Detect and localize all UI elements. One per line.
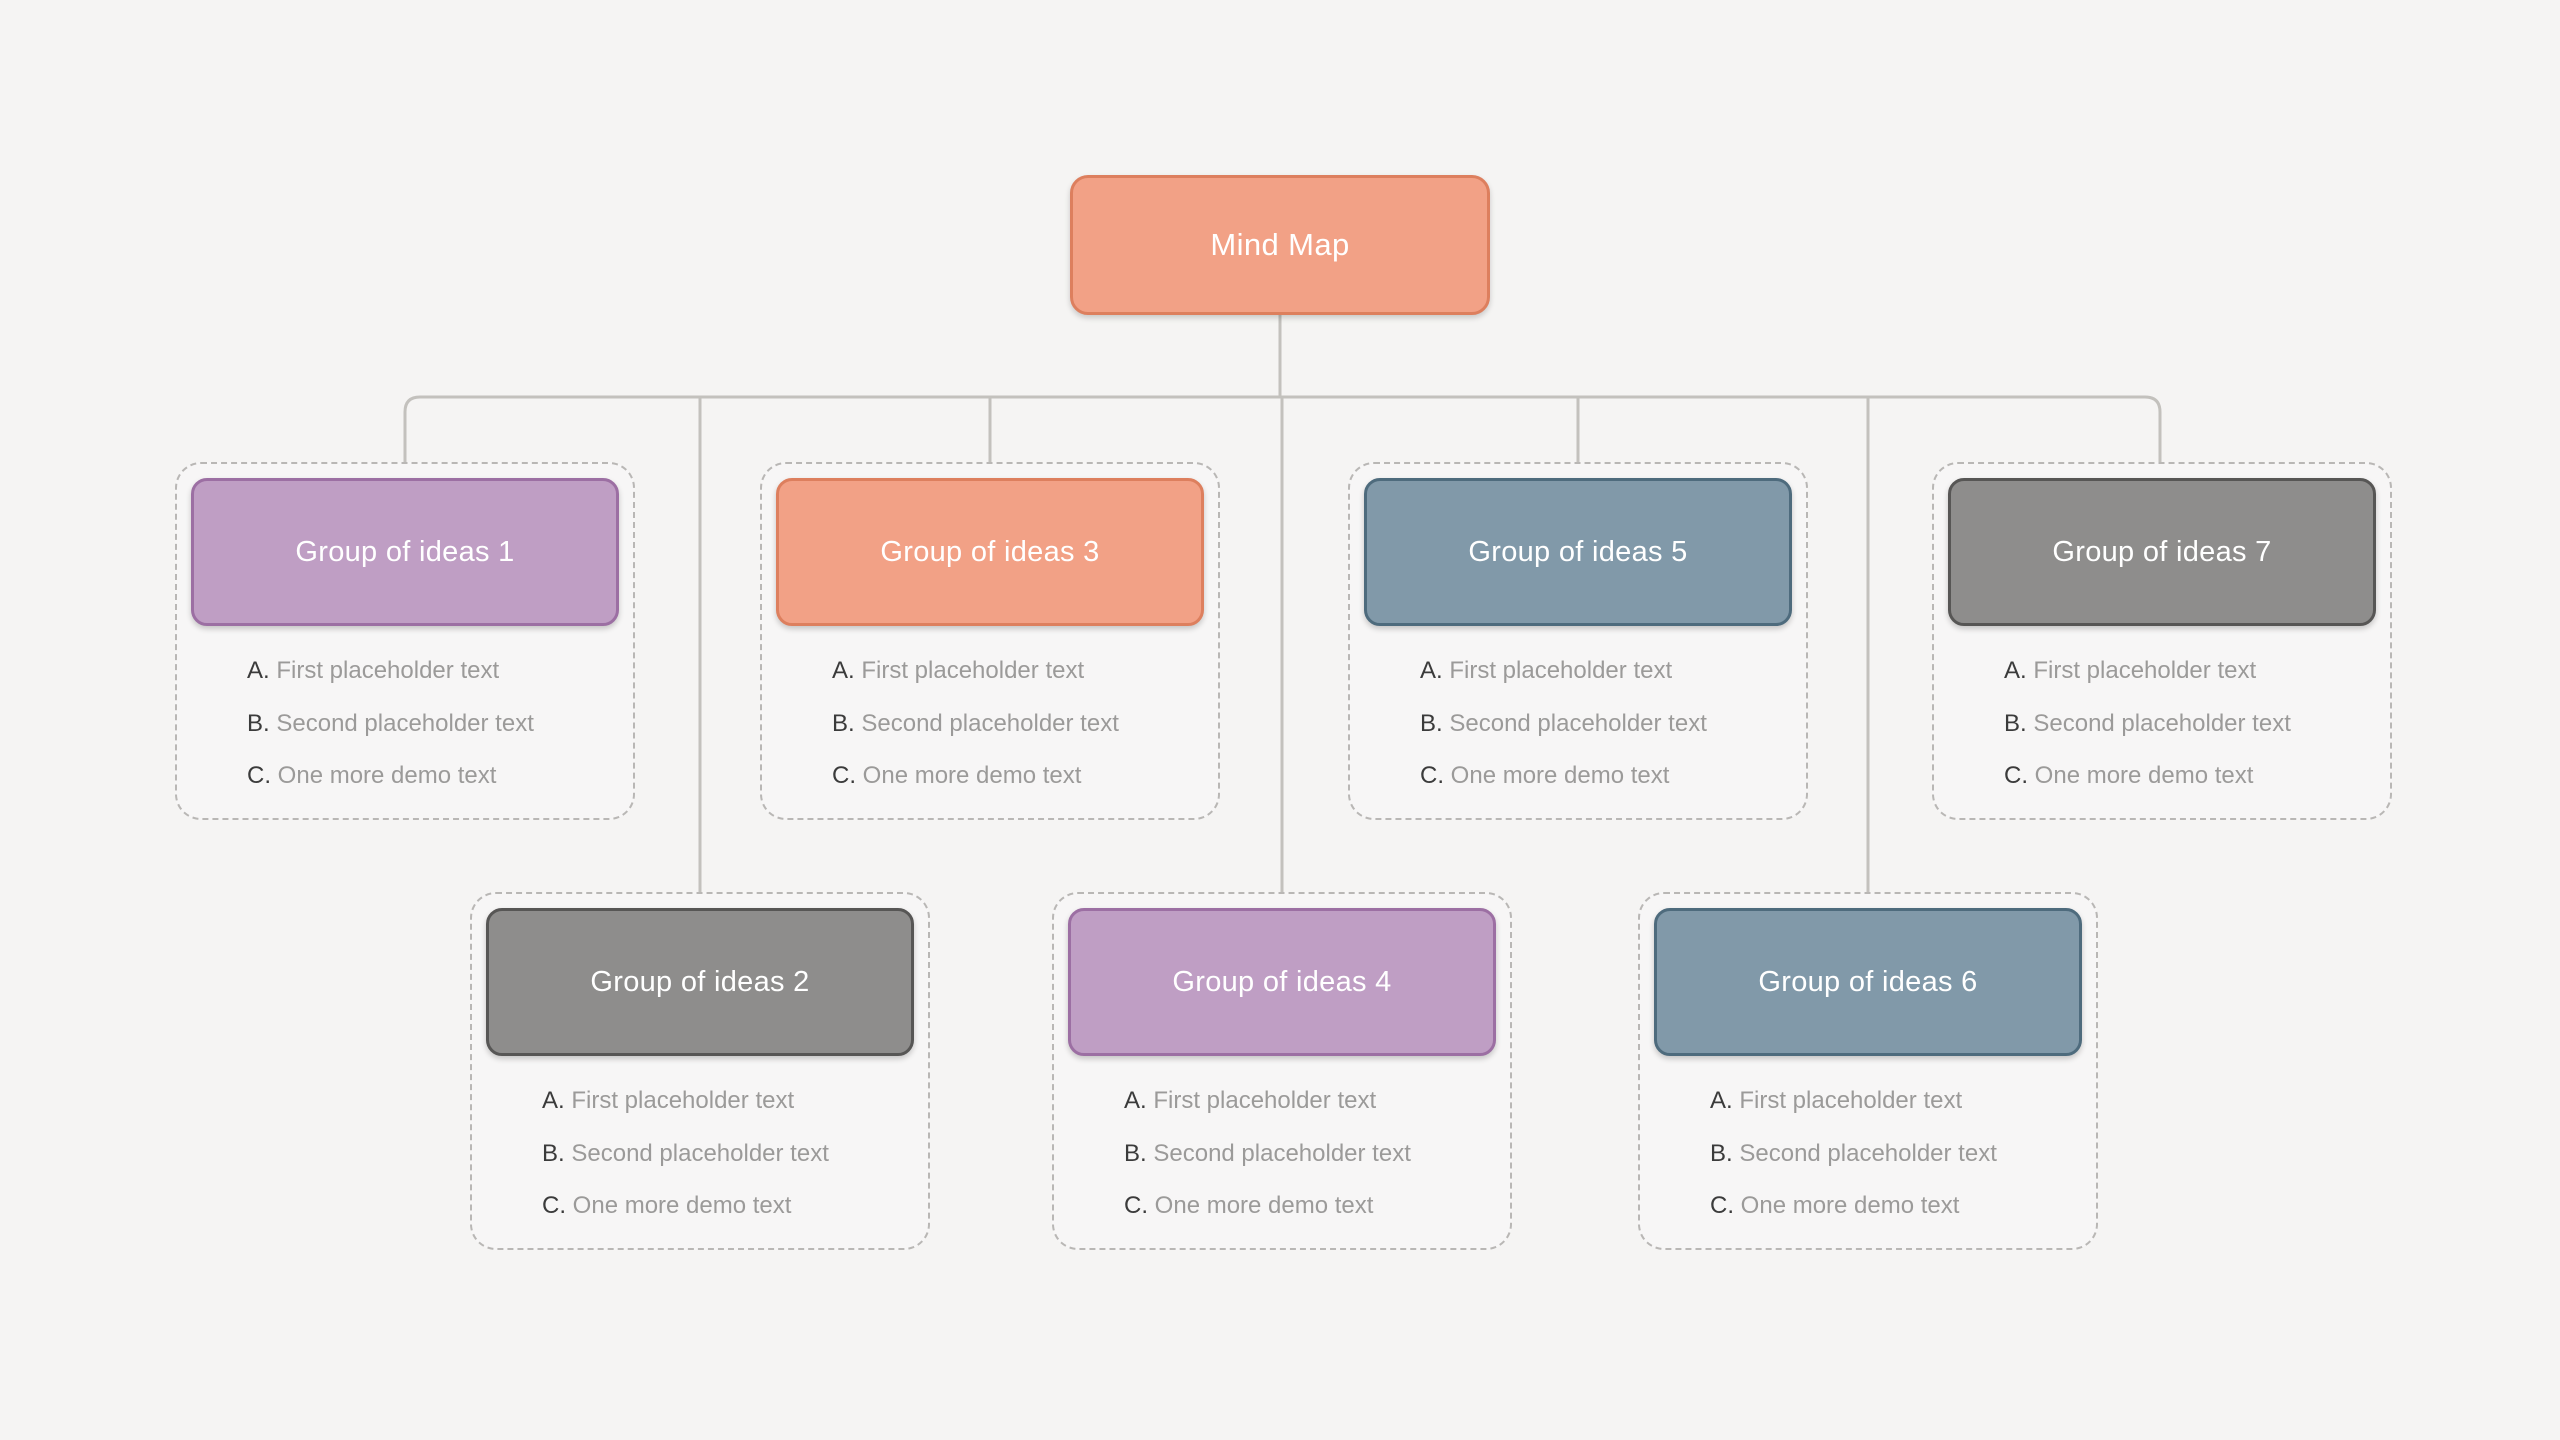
group-items-3: A. First placeholder text B. Second plac… [776, 656, 1204, 792]
group-container-2[interactable]: Group of ideas 2 A. First placeholder te… [470, 892, 930, 1251]
list-item: C. One more demo text [2004, 761, 2366, 792]
list-item: A. First placeholder text [2004, 656, 2366, 687]
group-header-5[interactable]: Group of ideas 5 [1364, 478, 1792, 626]
list-item-key: A. [1710, 1087, 1733, 1114]
group-header-6[interactable]: Group of ideas 6 [1654, 908, 2082, 1056]
list-item-text: One more demo text [277, 762, 497, 790]
connector-bus [403, 395, 2162, 462]
list-item: A. First placeholder text [1124, 1086, 1486, 1117]
list-item-key: C. [832, 762, 856, 790]
list-item-text: Second placeholder text [2033, 709, 2291, 737]
group-container-5[interactable]: Group of ideas 5 A. First placeholder te… [1348, 462, 1808, 821]
group-items-1: A. First placeholder text B. Second plac… [191, 656, 619, 792]
list-item: A. First placeholder text [832, 656, 1194, 687]
list-item: A. First placeholder text [1710, 1086, 2072, 1117]
group-items-2: A. First placeholder text B. Second plac… [486, 1086, 914, 1222]
group-title-5: Group of ideas 5 [1468, 535, 1688, 568]
list-item: B. Second placeholder text [832, 709, 1194, 740]
group-container-6[interactable]: Group of ideas 6 A. First placeholder te… [1638, 892, 2098, 1251]
list-item-text: Second placeholder text [571, 1139, 829, 1167]
list-item-text: Second placeholder text [1449, 709, 1707, 737]
list-item-key: B. [2004, 709, 2027, 737]
list-item: B. Second placeholder text [2004, 709, 2366, 740]
list-item-key: A. [1124, 1087, 1147, 1114]
list-item-text: One more demo text [2034, 762, 2254, 790]
list-item-text: One more demo text [862, 762, 1082, 790]
list-item-key: C. [1710, 1192, 1734, 1220]
group-header-4[interactable]: Group of ideas 4 [1068, 908, 1496, 1056]
group-header-2[interactable]: Group of ideas 2 [486, 908, 914, 1056]
list-item-key: A. [247, 657, 270, 684]
group-items-7: A. First placeholder text B. Second plac… [1948, 656, 2376, 792]
list-item-key: B. [1420, 709, 1443, 737]
list-item-key: C. [542, 1192, 566, 1220]
list-item-text: First placeholder text [276, 657, 500, 684]
group-items-6: A. First placeholder text B. Second plac… [1654, 1086, 2082, 1222]
list-item-text: Second placeholder text [861, 709, 1119, 737]
group-title-1: Group of ideas 1 [295, 535, 515, 568]
list-item: B. Second placeholder text [247, 709, 609, 740]
list-item-text: First placeholder text [571, 1087, 795, 1114]
list-item: A. First placeholder text [542, 1086, 904, 1117]
list-item: C. One more demo text [832, 761, 1194, 792]
list-item-key: B. [1124, 1139, 1147, 1167]
list-item: A. First placeholder text [247, 656, 609, 687]
list-item-text: Second placeholder text [276, 709, 534, 737]
list-item-text: First placeholder text [2033, 657, 2257, 684]
list-item-key: A. [1420, 657, 1443, 684]
group-header-3[interactable]: Group of ideas 3 [776, 478, 1204, 626]
list-item-text: First placeholder text [1449, 657, 1673, 684]
list-item: B. Second placeholder text [1124, 1139, 1486, 1170]
list-item: C. One more demo text [1124, 1191, 1486, 1222]
group-items-5: A. First placeholder text B. Second plac… [1364, 656, 1792, 792]
group-title-2: Group of ideas 2 [590, 965, 810, 998]
root-node[interactable]: Mind Map [1070, 175, 1490, 315]
list-item-key: C. [2004, 762, 2028, 790]
list-item-key: A. [542, 1087, 565, 1114]
list-item-text: One more demo text [1154, 1192, 1374, 1220]
list-item-text: First placeholder text [1739, 1087, 1963, 1114]
group-container-3[interactable]: Group of ideas 3 A. First placeholder te… [760, 462, 1220, 821]
list-item-text: One more demo text [1740, 1192, 1960, 1220]
list-item-text: Second placeholder text [1153, 1139, 1411, 1167]
list-item-key: C. [247, 762, 271, 790]
group-header-7[interactable]: Group of ideas 7 [1948, 478, 2376, 626]
group-title-4: Group of ideas 4 [1172, 965, 1392, 998]
group-items-4: A. First placeholder text B. Second plac… [1068, 1086, 1496, 1222]
list-item-text: One more demo text [572, 1192, 792, 1220]
list-item-key: B. [247, 709, 270, 737]
list-item-key: A. [2004, 657, 2027, 684]
root-node-label: Mind Map [1210, 227, 1350, 262]
list-item-key: C. [1420, 762, 1444, 790]
group-container-1[interactable]: Group of ideas 1 A. First placeholder te… [175, 462, 635, 821]
list-item: B. Second placeholder text [1420, 709, 1782, 740]
list-item-text: Second placeholder text [1739, 1139, 1997, 1167]
list-item: B. Second placeholder text [1710, 1139, 2072, 1170]
group-title-6: Group of ideas 6 [1758, 965, 1978, 998]
list-item-text: First placeholder text [1153, 1087, 1377, 1114]
group-title-7: Group of ideas 7 [2052, 535, 2272, 568]
list-item: A. First placeholder text [1420, 656, 1782, 687]
list-item: C. One more demo text [1420, 761, 1782, 792]
group-header-1[interactable]: Group of ideas 1 [191, 478, 619, 626]
list-item-key: B. [832, 709, 855, 737]
list-item: C. One more demo text [542, 1191, 904, 1222]
list-item: C. One more demo text [1710, 1191, 2072, 1222]
list-item-key: C. [1124, 1192, 1148, 1220]
list-item-text: First placeholder text [861, 657, 1085, 684]
list-item-key: A. [832, 657, 855, 684]
list-item-key: B. [542, 1139, 565, 1167]
list-item: B. Second placeholder text [542, 1139, 904, 1170]
list-item-key: B. [1710, 1139, 1733, 1167]
group-title-3: Group of ideas 3 [880, 535, 1100, 568]
group-container-7[interactable]: Group of ideas 7 A. First placeholder te… [1932, 462, 2392, 821]
list-item-text: One more demo text [1450, 762, 1670, 790]
group-container-4[interactable]: Group of ideas 4 A. First placeholder te… [1052, 892, 1512, 1251]
list-item: C. One more demo text [247, 761, 609, 792]
